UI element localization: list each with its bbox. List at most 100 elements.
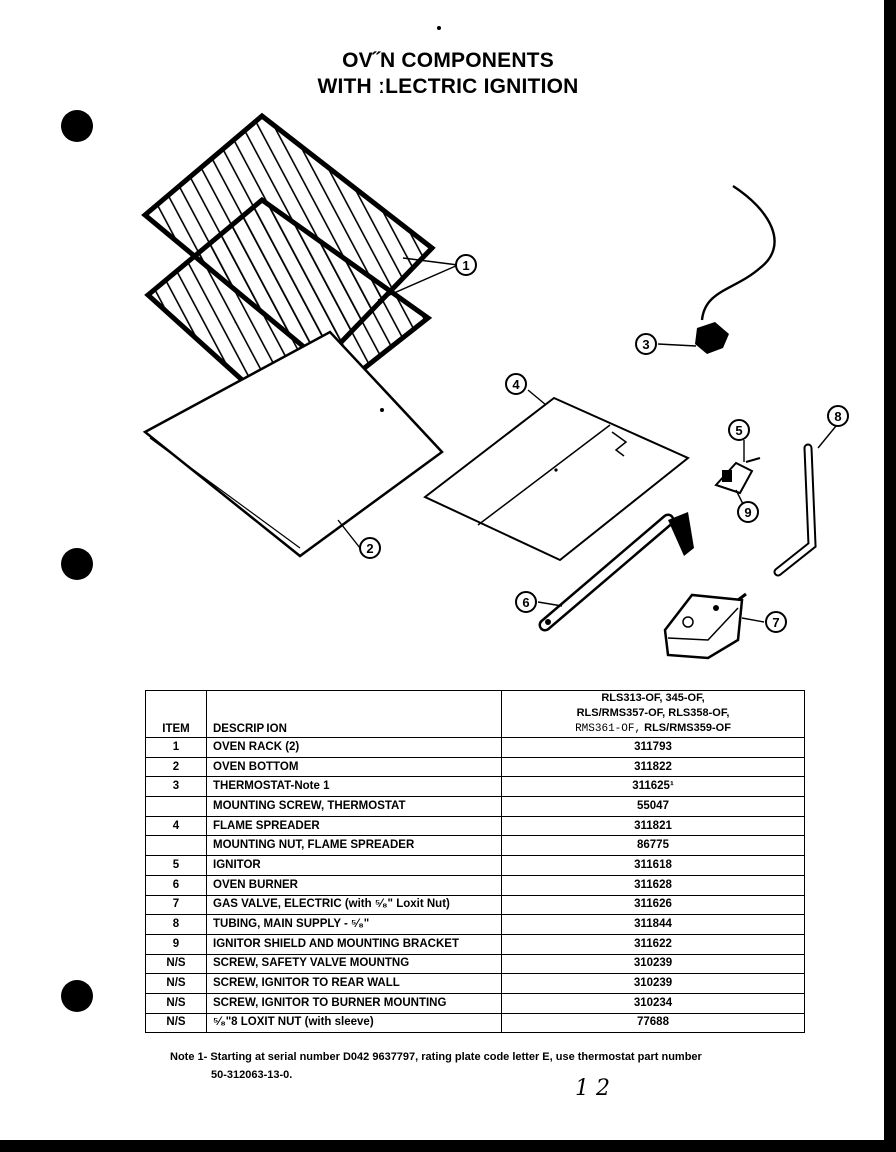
svg-text:8: 8 bbox=[834, 409, 841, 424]
part-number-cell: 311821 bbox=[501, 815, 805, 837]
item-cell: 5 bbox=[145, 855, 207, 876]
title-line-1: OV˝N COMPONENTS bbox=[342, 49, 554, 72]
description-cell: OVEN RACK (2) bbox=[206, 737, 502, 758]
svg-text:4: 4 bbox=[512, 377, 520, 392]
item-cell: N/S bbox=[145, 953, 207, 975]
item-cell: 9 bbox=[145, 933, 207, 955]
main-supply-tubing bbox=[773, 443, 817, 577]
callout-4: 4 bbox=[505, 373, 527, 395]
binder-hole-middle bbox=[61, 548, 93, 580]
header-item: ITEM bbox=[145, 690, 207, 738]
footnote-line-2: 50-312063-13-0. bbox=[211, 1069, 293, 1081]
item-cell: N/S bbox=[145, 973, 207, 994]
item-cell bbox=[145, 796, 207, 817]
description-cell: TUBING, MAIN SUPPLY - ⁵⁄₈" bbox=[206, 914, 502, 935]
callout-5: 5 bbox=[728, 419, 750, 441]
description-cell: SCREW, IGNITOR TO BURNER MOUNTING bbox=[206, 992, 502, 1014]
top-mark bbox=[437, 26, 441, 30]
callout-6: 6 bbox=[515, 591, 537, 613]
part-number-cell: 311628 bbox=[501, 874, 805, 896]
svg-text:5: 5 bbox=[735, 423, 742, 438]
svg-text:9: 9 bbox=[744, 505, 751, 520]
description-cell: MOUNTING NUT, FLAME SPREADER bbox=[206, 835, 502, 857]
ignitor bbox=[714, 457, 761, 495]
svg-text:7: 7 bbox=[772, 615, 779, 630]
svg-text:2: 2 bbox=[366, 541, 373, 556]
header-part-line-1: RLS313-OF, 345-OF, bbox=[601, 692, 705, 704]
item-cell: 8 bbox=[145, 914, 207, 935]
svg-text:6: 6 bbox=[522, 595, 529, 610]
part-number-cell: 311618 bbox=[501, 855, 805, 876]
exploded-parts-diagram: 1 2 3 4 5 6 7 8 9 bbox=[141, 112, 849, 660]
binder-hole-bottom bbox=[61, 980, 93, 1012]
item-cell: 2 bbox=[145, 756, 207, 778]
header-part-line-2: RLS/RMS357-OF, RLS358-OF, bbox=[576, 707, 730, 719]
callout-8: 8 bbox=[827, 405, 849, 427]
description-cell: OVEN BOTTOM bbox=[206, 756, 502, 778]
parts-table-header: ITEM DESCRIP ION RLS313-OF, 345-OF, RLS/… bbox=[145, 690, 805, 738]
oven-burner bbox=[538, 512, 694, 632]
callout-3: 3 bbox=[635, 333, 657, 355]
callout-1: 1 bbox=[455, 254, 477, 276]
oven-bottom bbox=[142, 330, 444, 558]
part-number-cell: 77688 bbox=[501, 1012, 805, 1034]
callout-2: 2 bbox=[359, 537, 381, 559]
parts-table: ITEM DESCRIP ION RLS313-OF, 345-OF, RLS/… bbox=[145, 690, 805, 1034]
handwritten-page-mark: 1 2 bbox=[575, 1076, 610, 1101]
part-number-cell: 311625¹ bbox=[501, 776, 805, 798]
description-cell: MOUNTING SCREW, THERMOSTAT bbox=[206, 796, 502, 817]
item-cell: 7 bbox=[145, 894, 207, 916]
gas-valve bbox=[663, 592, 747, 660]
title-line-2: WITH ːLECTRIC IGNITION bbox=[317, 75, 579, 98]
flame-spreader bbox=[423, 396, 690, 562]
part-number-cell: 311626 bbox=[501, 894, 805, 916]
description-cell: GAS VALVE, ELECTRIC (with ⁵⁄₈" Loxit Nut… bbox=[206, 894, 502, 916]
part-number-cell: 310239 bbox=[501, 973, 805, 994]
item-cell: 3 bbox=[145, 776, 207, 798]
item-cell: 1 bbox=[145, 737, 207, 758]
part-number-cell: 310234 bbox=[501, 992, 805, 1014]
header-description: DESCRIP ION bbox=[206, 690, 502, 738]
part-number-cell: 311793 bbox=[501, 737, 805, 758]
part-number-cell: 311622 bbox=[501, 933, 805, 955]
description-cell: IGNITOR SHIELD AND MOUNTING BRACKET bbox=[206, 933, 502, 955]
binder-hole-top bbox=[61, 110, 93, 142]
item-cell: 6 bbox=[145, 874, 207, 896]
page-title: OV˝N COMPONENTS WITH ːLECTRIC IGNITION bbox=[0, 48, 896, 100]
description-cell: FLAME SPREADER bbox=[206, 815, 502, 837]
footnote-line-1: Note 1- Starting at serial number D042 9… bbox=[170, 1051, 702, 1063]
thermostat bbox=[695, 184, 776, 354]
part-number-cell: 55047 bbox=[501, 796, 805, 817]
description-cell: ⁵⁄₈"8 LOXIT NUT (with sleeve) bbox=[206, 1012, 502, 1034]
part-number-cell: 311844 bbox=[501, 914, 805, 935]
header-part-models: RLS313-OF, 345-OF, RLS/RMS357-OF, RLS358… bbox=[501, 690, 805, 738]
part-number-cell: 86775 bbox=[501, 835, 805, 857]
part-number-cell: 310239 bbox=[501, 953, 805, 975]
description-cell: IGNITOR bbox=[206, 855, 502, 876]
description-cell: SCREW, IGNITOR TO REAR WALL bbox=[206, 973, 502, 994]
header-part-line-3b: RLS/RMS359-OF bbox=[644, 722, 731, 734]
item-cell bbox=[145, 835, 207, 857]
svg-text:3: 3 bbox=[642, 337, 649, 352]
item-cell: N/S bbox=[145, 992, 207, 1014]
description-cell: SCREW, SAFETY VALVE MOUNTNG bbox=[206, 953, 502, 975]
description-cell: OVEN BURNER bbox=[206, 874, 502, 896]
svg-text:1: 1 bbox=[462, 258, 469, 273]
callout-7: 7 bbox=[765, 611, 787, 633]
item-cell: N/S bbox=[145, 1012, 207, 1034]
